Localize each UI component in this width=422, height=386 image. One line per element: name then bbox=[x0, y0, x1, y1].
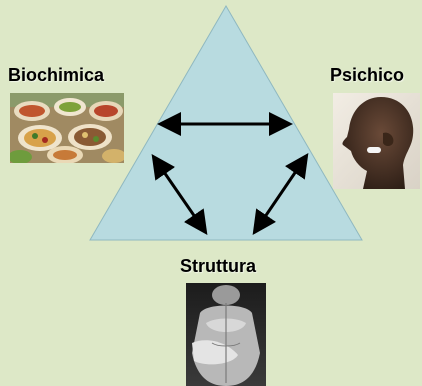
food-photo bbox=[10, 93, 124, 163]
label-psychic: Psichico bbox=[330, 65, 404, 86]
label-biochemistry: Biochimica bbox=[8, 65, 104, 86]
muscular-torso-photo bbox=[186, 283, 266, 386]
label-structure: Struttura bbox=[180, 256, 256, 277]
head-profile-photo bbox=[333, 93, 420, 189]
